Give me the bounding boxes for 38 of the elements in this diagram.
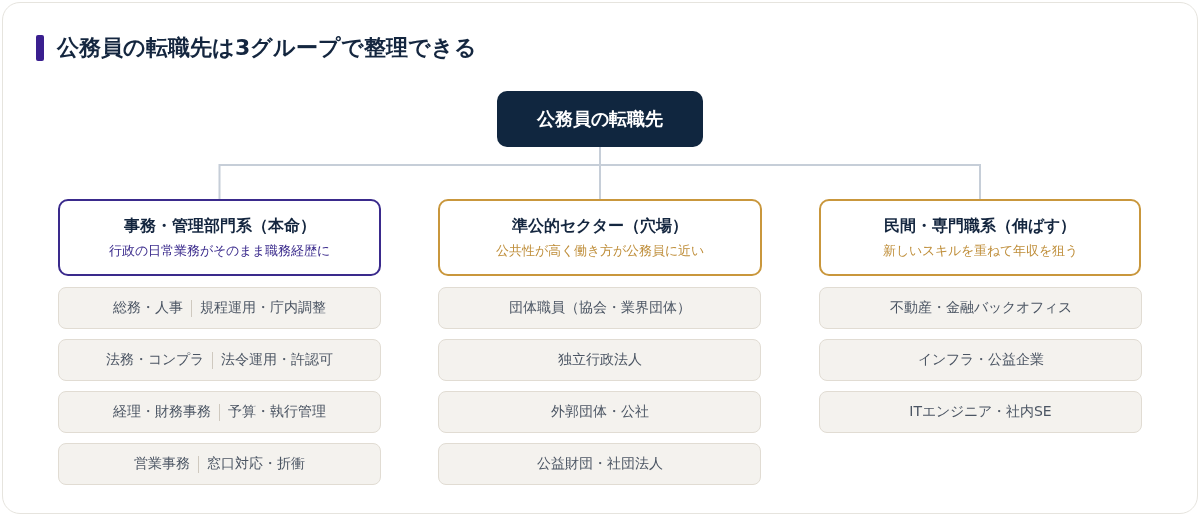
item-label: 不動産・金融バックオフィス [889,299,1072,317]
item-box [438,339,761,381]
item-box [819,287,1142,329]
item-label: 営業事務 [134,455,190,473]
root-label: 公務員の転職先 [537,107,663,131]
item-label: ITエンジニア・社内SE [909,403,1052,421]
page-title: 公務員の転職先は3グループで整理できる [57,34,478,62]
group-subtitle: 公共性が高く働き方が公務員に近い [496,242,704,260]
item-box [58,443,381,485]
item-box [438,443,761,485]
group-subtitle: 行政の日常業務がそのまま職務経歴に [109,242,330,260]
item-label: 窓口対応・折衝 [207,455,305,473]
item-label: 外郭団体・公社 [550,403,649,421]
item-label: 法令運用・許認可 [221,351,333,369]
item-box [58,339,381,381]
item-label: 法務・コンプラ [106,351,204,369]
item-box [438,391,761,433]
root-box [497,91,703,147]
item-label: 団体職員（協会・業界団体） [508,299,691,317]
group-header-box [438,199,762,276]
item-box [58,287,381,329]
item-box [438,287,761,329]
item-label: 規程運用・庁内調整 [200,299,326,317]
item-label: インフラ・公益企業 [917,351,1044,369]
item-label: 経理・財務事務 [113,403,211,421]
item-label: 予算・執行管理 [228,403,326,421]
item-box [819,391,1142,433]
item-label: 公益財団・社団法人 [536,455,663,473]
item-label: 独立行政法人 [557,351,642,369]
group-heading: 事務・管理部門系（本命） [123,215,316,236]
item-box [58,391,381,433]
item-label: 総務・人事 [113,299,183,317]
group-subtitle: 新しいスキルを重ねて年収を狙う [882,242,1078,260]
item-box [819,339,1142,381]
group-heading: 準公的セクター（穴場） [512,215,688,236]
group-header-box [58,199,381,276]
group-heading: 民間・専門職系（伸ばす） [884,215,1076,236]
group-header-box [819,199,1141,276]
